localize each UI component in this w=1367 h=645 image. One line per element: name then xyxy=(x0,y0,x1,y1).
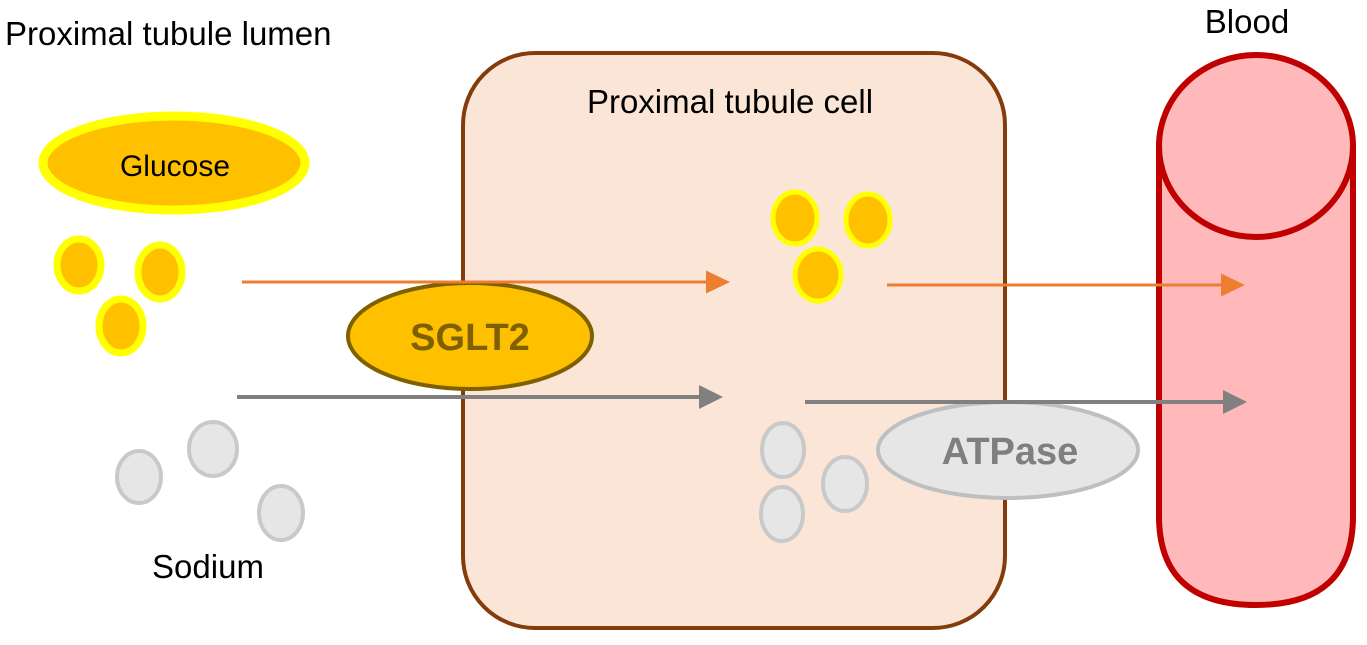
glucose-ellipse xyxy=(38,111,310,215)
arrow-head xyxy=(1223,390,1247,414)
sodium-arrow-cell-to-blood xyxy=(805,390,1247,414)
sodium-molecule xyxy=(759,485,805,543)
glucose-molecule xyxy=(134,241,186,303)
cell-label: Proximal tubule cell xyxy=(587,83,873,120)
blood-label: Blood xyxy=(1205,3,1289,40)
sodium-molecule xyxy=(257,484,305,542)
sodium-molecule xyxy=(187,420,239,478)
glucose-label: Glucose xyxy=(120,150,230,183)
glucose-molecule xyxy=(95,295,147,357)
sodium-arrow-lumen-to-cell xyxy=(237,385,723,409)
sodium-molecule xyxy=(115,449,163,505)
glucose-molecule xyxy=(770,189,820,247)
blood-vessel-top xyxy=(1156,52,1356,240)
glucose-arrow-lumen-to-cell xyxy=(242,270,730,294)
sglt2-label: SGLT2 xyxy=(410,317,530,359)
sodium-molecule xyxy=(760,421,806,479)
arrow-head xyxy=(706,270,730,294)
glucose-arrow-cell-to-blood xyxy=(887,273,1245,297)
lumen-label: Proximal tubule lumen xyxy=(5,15,332,52)
sodium-label: Sodium xyxy=(152,548,264,585)
arrow-head xyxy=(699,385,723,409)
glucose-molecule xyxy=(53,235,105,295)
glucose-molecule xyxy=(843,191,893,249)
glucose-molecule xyxy=(792,246,844,304)
atpase-label: ATPase xyxy=(942,431,1079,473)
sodium-molecule xyxy=(821,455,869,513)
blood-vessel-body xyxy=(1156,143,1356,609)
arrow-head xyxy=(1221,273,1245,297)
